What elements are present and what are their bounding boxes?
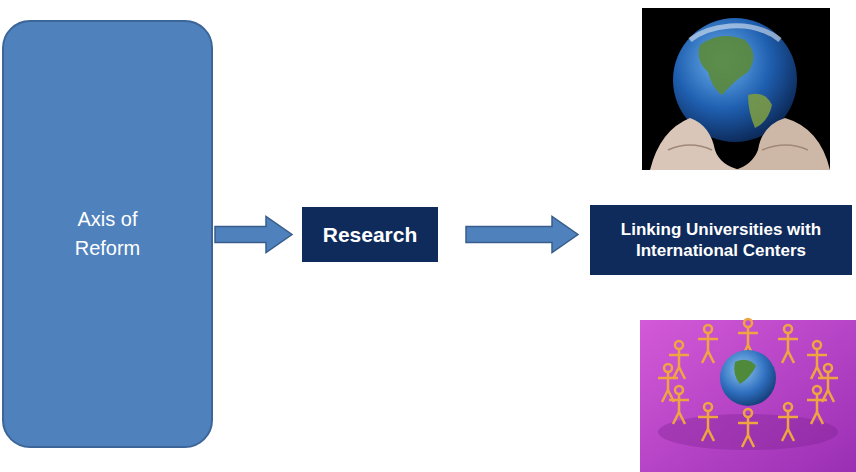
earth-in-hands-photo — [642, 8, 830, 170]
block-arrow — [466, 217, 578, 253]
axis-box: Axis of Reform — [2, 20, 213, 448]
people-around-globe-photo — [640, 319, 856, 472]
node-label: Axis of Reform — [75, 205, 141, 263]
block-arrow — [215, 217, 292, 253]
node-label: Linking Universities with International … — [600, 219, 842, 262]
process-box: Research — [302, 207, 438, 262]
process-box: Linking Universities with International … — [590, 205, 852, 275]
node-label: Research — [323, 222, 418, 247]
